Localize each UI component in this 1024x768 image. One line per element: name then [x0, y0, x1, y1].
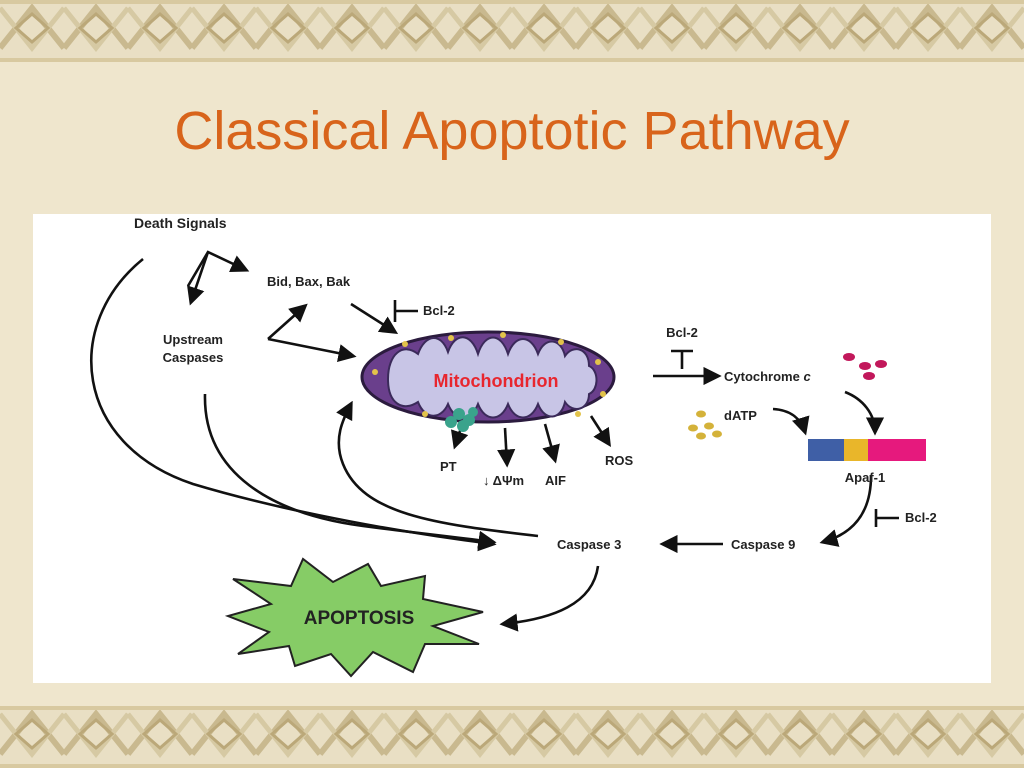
arrow-to-delta-psi — [497, 427, 516, 468]
arrow-to-bid-bax-bak — [186, 250, 250, 287]
bcl2-bottom-label: Bcl-2 — [905, 510, 937, 525]
mito-granules — [372, 332, 606, 417]
apaf1-label: Apaf-1 — [845, 470, 885, 485]
pt-label: PT — [440, 459, 457, 474]
apoptosis-pathway-diagram: Mitochondrion APOPTOSIS Death Signals Bi… — [90, 215, 937, 678]
delta-psi-m-label: ↓ ΔΨm — [483, 473, 524, 488]
diagram-panel: Mitochondrion APOPTOSIS Death Signals Bi… — [33, 214, 991, 683]
arrow-caspase3-feedback — [336, 400, 539, 538]
bcl2-mid-inhibitor — [671, 349, 693, 369]
arrow-upstream-to-mito — [267, 337, 357, 363]
upstream-label-line1: Upstream — [163, 332, 223, 347]
mitochondrion: Mitochondrion — [360, 330, 616, 432]
top-border-pattern — [0, 0, 1024, 62]
arrow-upstream-to-caspase3 — [203, 393, 497, 549]
arrow-datp-to-apaf — [772, 407, 810, 436]
aif-label: AIF — [545, 473, 566, 488]
upstream-label-line2: Caspases — [163, 350, 224, 365]
arrow-to-ros — [589, 415, 611, 448]
arrow-bid-to-mito — [350, 302, 399, 334]
apaf1-bar — [808, 439, 926, 461]
apoptosis-label: APOPTOSIS — [304, 608, 415, 629]
arrow-apaf-to-caspase9 — [819, 475, 873, 547]
bid-bax-bak-label: Bid, Bax, Bak — [267, 274, 351, 289]
datp-label: dATP — [724, 408, 757, 423]
arrow-to-upstream-caspases — [187, 251, 210, 306]
teal-cluster — [445, 407, 478, 432]
mitochondrion-label: Mitochondrion — [434, 371, 559, 391]
bcl2-top-label: Bcl-2 — [423, 303, 455, 318]
arrow-to-aif — [542, 423, 560, 464]
inhibition-bars — [393, 300, 899, 527]
bcl2-bottom-inhibitor — [874, 509, 899, 527]
arrow-upstream-to-bid — [267, 303, 308, 340]
bottom-border-pattern — [0, 706, 1024, 768]
bottom-decorative-border — [0, 706, 1024, 768]
slide-title: Classical Apoptotic Pathway — [174, 101, 850, 161]
cytochrome-label: Cytochrome c — [724, 369, 811, 384]
caspase3-label: Caspase 3 — [557, 537, 621, 552]
caspase9-label: Caspase 9 — [731, 537, 795, 552]
pathway-arrows — [90, 250, 885, 632]
cytochrome-dots — [843, 353, 887, 380]
top-decorative-border — [0, 0, 1024, 62]
ros-label: ROS — [605, 453, 634, 468]
arrow-cytochrome-to-apaf — [844, 390, 885, 436]
datp-dots — [688, 410, 722, 440]
death-signals-label: Death Signals — [134, 215, 227, 231]
bcl2-top-inhibitor — [393, 300, 418, 322]
apoptosis-burst: APOPTOSIS — [224, 557, 484, 678]
bcl2-mid-label: Bcl-2 — [666, 325, 698, 340]
arrow-caspase3-to-apoptosis — [499, 565, 600, 632]
